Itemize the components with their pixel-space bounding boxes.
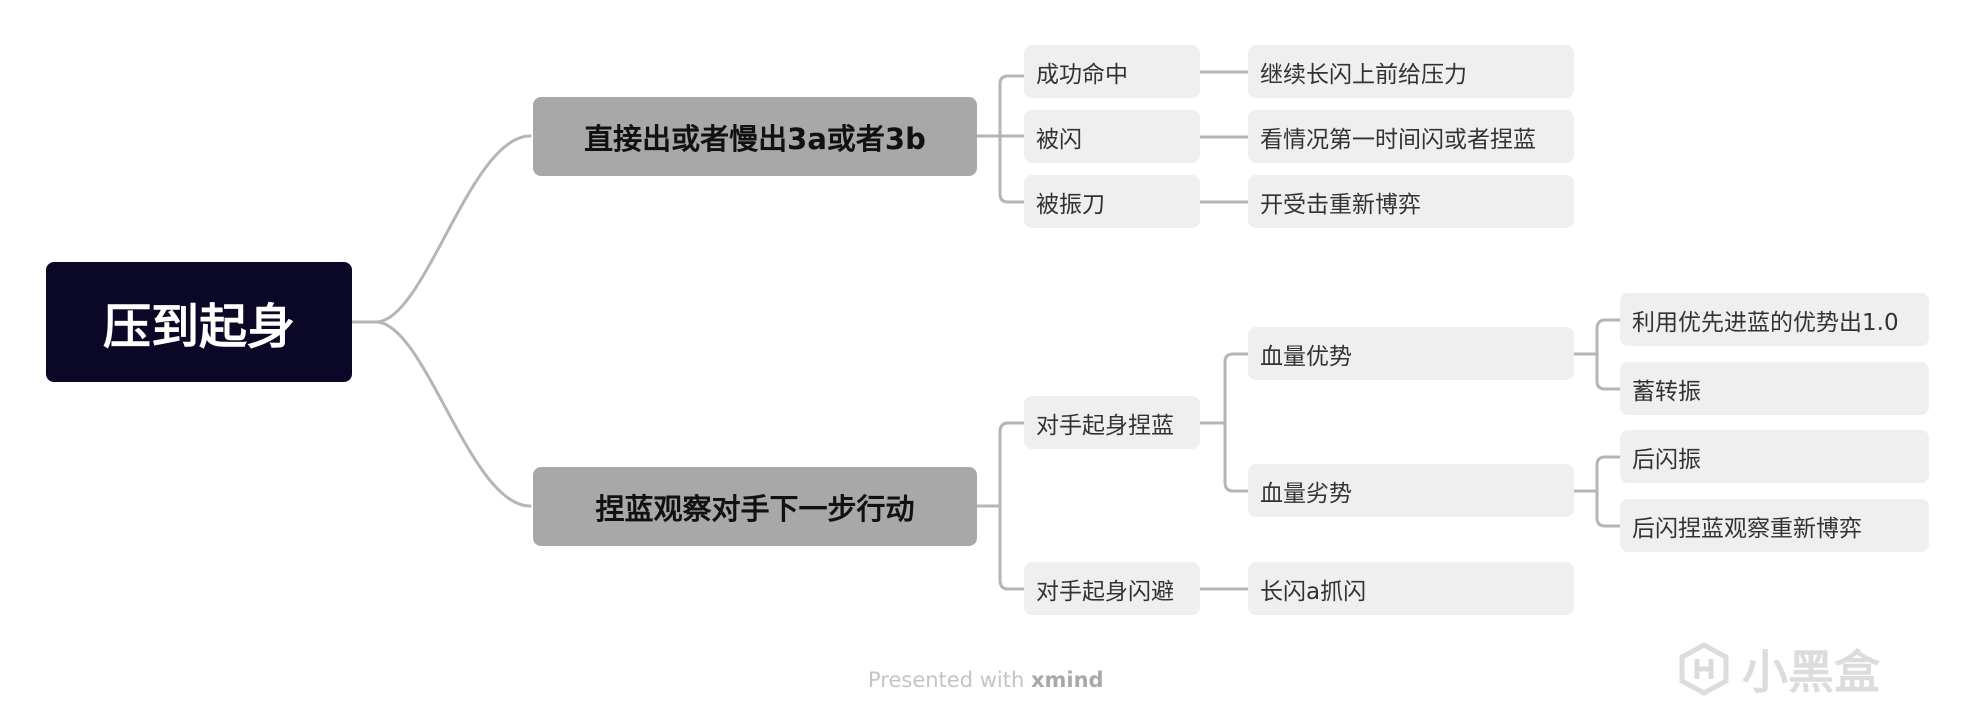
presented-with-text: Presented with xyxy=(868,668,1025,692)
node-disadvantage-option-1[interactable]: 后闪振 xyxy=(1620,430,1929,483)
advantage-bracket xyxy=(1573,318,1622,391)
charge-bracket xyxy=(1198,352,1250,493)
node-parried-result[interactable]: 开受击重新博弈 xyxy=(1248,175,1574,228)
xiaoheihe-logo-icon xyxy=(1679,642,1729,696)
branch-direct-attack[interactable]: 直接出或者慢出3a或者3b xyxy=(533,97,977,176)
xmind-brand: xmind xyxy=(1030,668,1104,692)
branch2-bracket xyxy=(973,421,1026,591)
node-opponent-dodge[interactable]: 对手起身闪避 xyxy=(1024,562,1200,615)
node-parried[interactable]: 被振刀 xyxy=(1024,175,1200,228)
node-hit-success[interactable]: 成功命中 xyxy=(1024,45,1200,98)
watermark-text: 小黑盒 xyxy=(1742,645,1880,699)
disadvantage-bracket xyxy=(1573,455,1622,528)
node-hp-disadvantage[interactable]: 血量劣势 xyxy=(1248,464,1574,517)
branch-charge-observe[interactable]: 捏蓝观察对手下一步行动 xyxy=(533,467,977,546)
root-to-branch1-line xyxy=(350,134,532,324)
node-advantage-option-1[interactable]: 利用优先进蓝的优势出1.0 xyxy=(1620,293,1929,346)
node-hit-success-result[interactable]: 继续长闪上前给压力 xyxy=(1248,45,1574,98)
node-opponent-dodge-result[interactable]: 长闪a抓闪 xyxy=(1248,562,1574,615)
root-node[interactable]: 压到起身 xyxy=(46,262,352,382)
node-disadvantage-option-2[interactable]: 后闪捏蓝观察重新博弈 xyxy=(1620,499,1929,552)
node-dodged[interactable]: 被闪 xyxy=(1024,110,1200,163)
node-dodged-result[interactable]: 看情况第一时间闪或者捏蓝 xyxy=(1248,110,1574,163)
root-to-branch2-line xyxy=(350,320,532,508)
node-opponent-charge[interactable]: 对手起身捏蓝 xyxy=(1024,396,1200,449)
branch1-bracket xyxy=(973,74,1026,204)
node-hp-advantage[interactable]: 血量优势 xyxy=(1248,327,1574,380)
node-advantage-option-2[interactable]: 蓄转振 xyxy=(1620,362,1929,415)
presented-with-footer: Presented with xmind xyxy=(868,668,1104,692)
watermark: 小黑盒 xyxy=(1676,636,1880,702)
